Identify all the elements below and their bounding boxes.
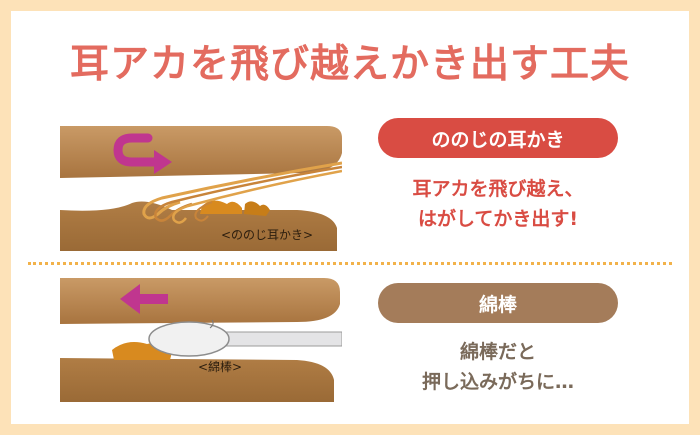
earpick-wire (142, 161, 342, 220)
return-arrow-icon (113, 133, 161, 167)
ear-canal-diagram-top: <ののじ耳かき> (60, 126, 342, 251)
earwax-flake (244, 201, 270, 216)
earpick-badge: ののじの耳かき (378, 118, 618, 158)
left-arrow-icon (120, 284, 140, 314)
ear-canal-lower-wall-2 (60, 358, 334, 402)
top-caption: <ののじ耳かき> (221, 228, 313, 242)
ear-canal-upper-wall-2 (60, 278, 340, 324)
earpick-description-line-2: はがしてかき出す! (417, 208, 579, 230)
cotton-swab-description-line-2: 押し込みがちに… (421, 371, 574, 393)
cotton-swab-badge: 綿棒 (378, 283, 618, 323)
cotton-head (148, 321, 230, 357)
cotton-swab-description: 綿棒だと 押し込みがちに… (370, 337, 626, 397)
page-title: 耳アカを飛び越えかき出す工夫 (69, 42, 630, 87)
earwax (200, 200, 242, 214)
swab-stick (216, 331, 342, 347)
bottom-caption: <綿棒> (198, 360, 242, 374)
cotton-swab-illustration: <綿棒> (52, 272, 342, 407)
earpick-description-line-1: 耳アカを飛び越え、 (412, 178, 584, 200)
earpick-description: 耳アカを飛び越え、 はがしてかき出す! (370, 174, 626, 234)
ear-canal-diagram-bottom: <綿棒> (60, 278, 342, 402)
dotted-divider (28, 262, 672, 265)
ear-canal-lower-wall (60, 201, 337, 251)
ear-pick-illustration: <ののじ耳かき> (52, 118, 342, 256)
push-arrow-shaft (138, 294, 168, 304)
arrow-head-icon (154, 150, 172, 174)
cotton-swab-description-line-1: 綿棒だと (459, 341, 536, 363)
